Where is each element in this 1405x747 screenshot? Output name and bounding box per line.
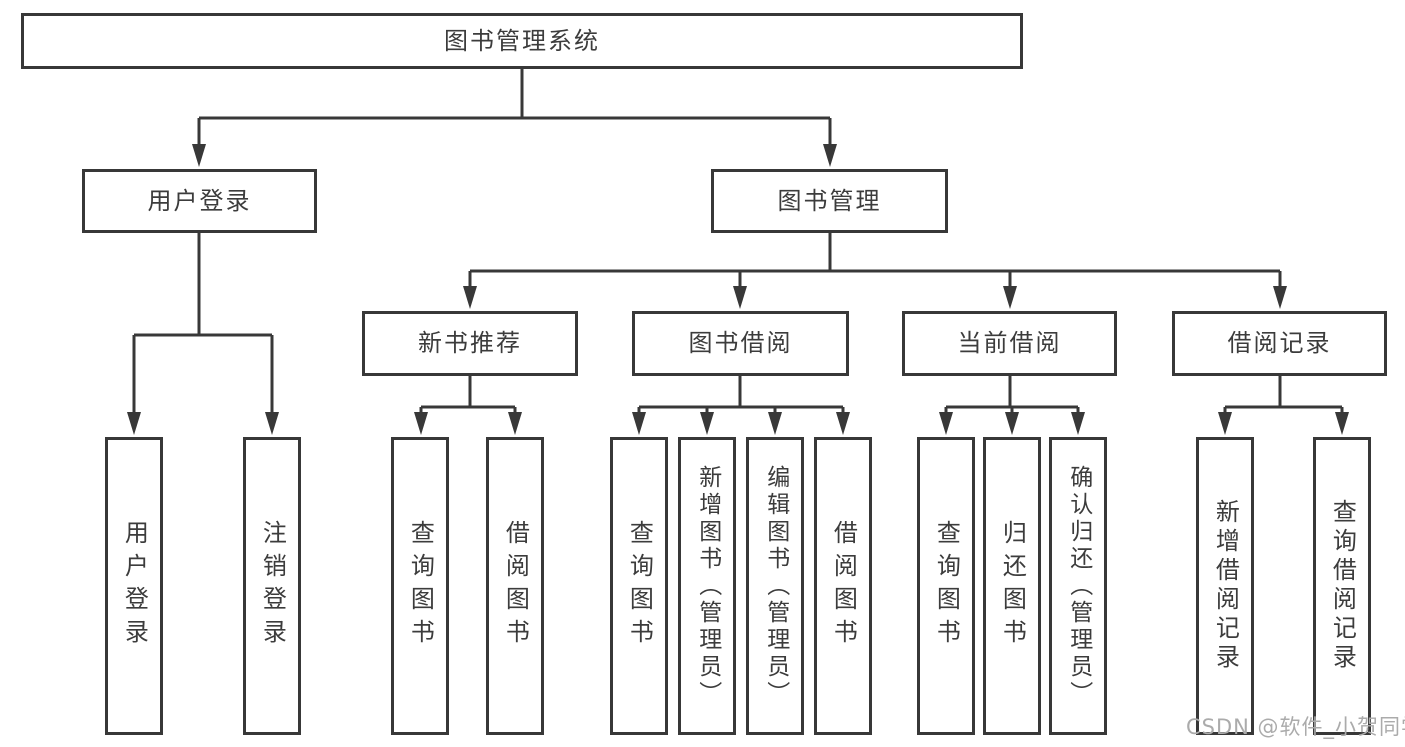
leaf-label: 查询图书 (932, 520, 961, 652)
node-new-book-recommend: 新书推荐 (362, 311, 578, 376)
node-current-borrow-label: 当前借阅 (957, 329, 1062, 358)
leaf-label: 归还图书 (998, 520, 1027, 652)
leaf-query-borrow-record: 查询借阅记录 (1313, 437, 1371, 735)
leaf-label: 注销登录 (258, 520, 287, 652)
leaf-add-books-admin: 新增图书（管理员） (678, 437, 736, 735)
leaf-label: 查询图书 (406, 520, 435, 652)
tree-edges (132, 69, 1344, 416)
node-user-login-label: 用户登录 (147, 186, 252, 215)
leaf-label: 确认归还（管理员） (1065, 464, 1092, 708)
leaf-label: 查询借阅记录 (1328, 499, 1357, 673)
leaf-label: 查询图书 (625, 520, 654, 652)
leaf-query-books-3: 查询图书 (917, 437, 975, 735)
leaf-label: 用户登录 (120, 520, 149, 652)
csdn-watermark: CSDN @软件_小贺同学 (1186, 715, 1405, 739)
leaf-query-books-1: 查询图书 (391, 437, 449, 735)
leaf-add-borrow-record: 新增借阅记录 (1196, 437, 1254, 735)
node-book-management: 图书管理 (711, 169, 948, 233)
leaf-label: 借阅图书 (829, 520, 858, 652)
leaf-query-books-2: 查询图书 (610, 437, 668, 735)
node-user-login: 用户登录 (82, 169, 317, 233)
leaf-label: 编辑图书（管理员） (762, 464, 789, 708)
leaf-edit-books-admin: 编辑图书（管理员） (746, 437, 804, 735)
node-book-borrow-label: 图书借阅 (688, 329, 793, 358)
node-root: 图书管理系统 (21, 13, 1023, 69)
node-borrow-records: 借阅记录 (1172, 311, 1387, 376)
leaf-borrow-books-1: 借阅图书 (486, 437, 544, 735)
node-current-borrow: 当前借阅 (902, 311, 1117, 376)
node-book-management-label: 图书管理 (777, 186, 882, 215)
arrowheads (127, 144, 1349, 435)
leaf-logout: 注销登录 (243, 437, 301, 735)
leaf-user-login: 用户登录 (105, 437, 163, 735)
node-new-book-recommend-label: 新书推荐 (418, 329, 522, 358)
node-root-label: 图书管理系统 (444, 26, 600, 55)
leaf-label: 新增借阅记录 (1211, 499, 1240, 673)
leaf-return-books: 归还图书 (983, 437, 1041, 735)
node-book-borrow: 图书借阅 (632, 311, 849, 376)
leaf-confirm-return-admin: 确认归还（管理员） (1049, 437, 1107, 735)
leaf-label: 借阅图书 (501, 520, 530, 652)
leaf-borrow-books-2: 借阅图书 (814, 437, 872, 735)
node-borrow-records-label: 借阅记录 (1227, 329, 1332, 358)
leaf-label: 新增图书（管理员） (694, 464, 721, 708)
